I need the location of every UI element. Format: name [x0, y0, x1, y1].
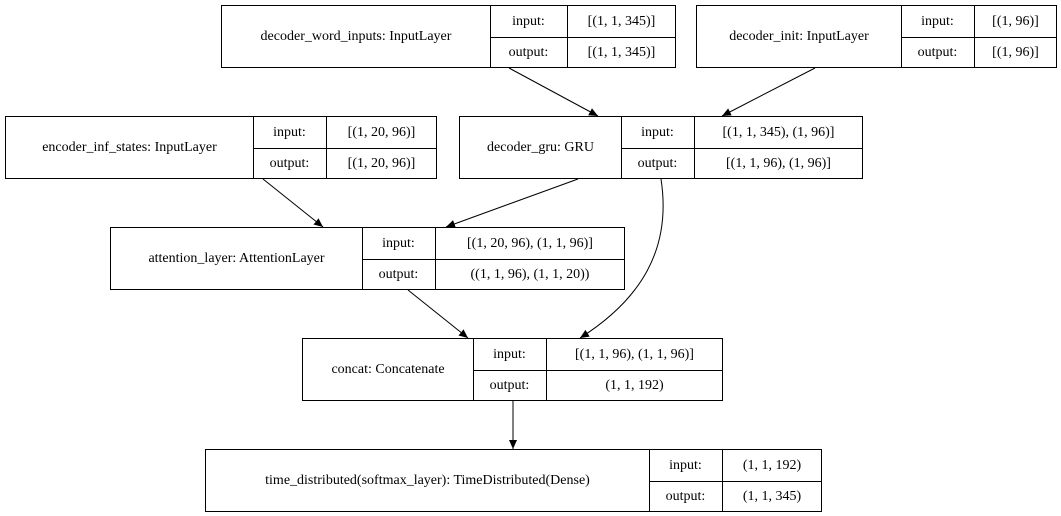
output-shape: [(1, 96)]: [992, 45, 1039, 60]
input-shape: [(1, 1, 345), (1, 96)]: [722, 124, 835, 140]
output-shape: (1, 1, 345): [742, 489, 802, 504]
output-shape: [(1, 1, 96), (1, 96)]: [726, 156, 831, 171]
node-name: encoder_inf_states: InputLayer: [6, 117, 254, 178]
node-decoder-gru: decoder_gru: GRU input: [(1, 1, 345), (1…: [459, 116, 863, 179]
output-label: output:: [362, 260, 436, 290]
input-shape: [(1, 1, 345)]: [587, 13, 656, 29]
input-shape: [(1, 96)]: [992, 13, 1039, 29]
output-shape: ((1, 1, 96), (1, 1, 20)): [470, 267, 590, 282]
input-shape: [(1, 20, 96)]: [347, 124, 416, 140]
node-decoder-init: decoder_init: InputLayer input: [(1, 96)…: [696, 5, 1057, 68]
input-label: input:: [253, 117, 327, 148]
node-name: time_distributed(softmax_layer): TimeDis…: [206, 450, 650, 511]
input-label: input:: [901, 6, 975, 37]
row-divider: [473, 370, 722, 371]
output-label: output:: [490, 38, 568, 68]
output-label: output:: [621, 149, 695, 179]
input-label: input:: [621, 117, 695, 148]
input-label: input:: [649, 450, 723, 481]
output-label: output:: [253, 149, 327, 179]
node-name: concat: Concatenate: [303, 339, 474, 400]
row-divider: [490, 37, 675, 38]
input-shape: [(1, 20, 96), (1, 1, 96)]: [467, 235, 593, 251]
row-divider: [901, 37, 1056, 38]
node-name: decoder_gru: GRU: [460, 117, 622, 178]
output-label: output:: [473, 371, 547, 401]
row-divider: [362, 259, 624, 260]
edge-encoder-inf-states-to-attention-layer: [262, 178, 324, 228]
output-label: output:: [649, 482, 723, 512]
input-shape: [(1, 1, 96), (1, 1, 96)]: [575, 346, 694, 362]
node-name: attention_layer: AttentionLayer: [111, 228, 363, 289]
output-shape: [(1, 1, 345)]: [587, 45, 656, 60]
node-name: decoder_word_inputs: InputLayer: [222, 6, 491, 67]
node-decoder-word-inputs: decoder_word_inputs: InputLayer input: […: [221, 5, 676, 68]
edge-decoder-gru-to-attention-layer: [445, 178, 579, 228]
node-name: decoder_init: InputLayer: [697, 6, 902, 67]
input-shape: (1, 1, 192): [742, 457, 802, 473]
row-divider: [649, 481, 821, 482]
output-shape: [(1, 20, 96)]: [347, 156, 416, 171]
input-label: input:: [473, 339, 547, 370]
node-concat: concat: Concatenate input: [(1, 1, 96), …: [302, 338, 723, 401]
node-encoder-inf-states: encoder_inf_states: InputLayer input: [(…: [5, 116, 437, 179]
row-divider: [621, 148, 862, 149]
node-attention-layer: attention_layer: AttentionLayer input: […: [110, 227, 625, 290]
edge-decoder-word-inputs-to-decoder-gru: [508, 67, 599, 117]
edge-decoder-gru-to-concat: [579, 178, 664, 339]
input-label: input:: [490, 6, 568, 37]
output-label: output:: [901, 38, 975, 68]
node-time-distributed: time_distributed(softmax_layer): TimeDis…: [205, 449, 822, 512]
row-divider: [253, 148, 436, 149]
edge-attention-layer-to-concat: [407, 289, 469, 339]
output-shape: (1, 1, 192): [605, 378, 664, 393]
input-label: input:: [362, 228, 436, 259]
edge-decoder-init-to-decoder-gru: [721, 67, 816, 117]
